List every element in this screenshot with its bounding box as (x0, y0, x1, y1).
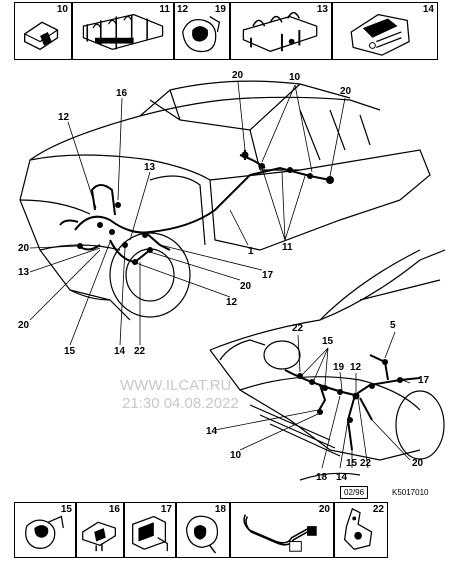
part-number-19: 19 (214, 4, 226, 15)
part-number: 15 (60, 504, 72, 515)
callout-20: 20 (18, 320, 30, 331)
part-number: 22 (372, 504, 384, 515)
harness-20-icon (243, 514, 317, 552)
callout-13: 13 (144, 162, 156, 173)
part-box-18: 18 (176, 502, 230, 558)
callout-20: 20 (340, 86, 352, 97)
part-number: 16 (108, 504, 120, 515)
callout-10: 10 (289, 72, 301, 83)
part-box-20: 20 (230, 502, 334, 558)
callout-14: 14 (336, 472, 348, 483)
clip-15-icon (25, 515, 64, 549)
callout-5: 5 (390, 320, 396, 331)
callout-19: 19 (333, 362, 345, 373)
part-box-13: 13 (230, 2, 332, 60)
callout-13: 13 (18, 267, 30, 278)
callout-14: 14 (206, 426, 218, 437)
callout-17: 17 (262, 270, 274, 281)
clip-10-icon (23, 21, 59, 51)
upper-car-outline (19, 80, 431, 321)
reference-code: K5017010 (392, 488, 429, 497)
lower-car-outline (209, 249, 446, 481)
part-number: 20 (318, 504, 330, 515)
clip-18-icon (186, 515, 219, 554)
callout-22: 22 (292, 323, 304, 334)
callout-20: 20 (18, 243, 30, 254)
part-box-10: 10 (14, 2, 72, 60)
callout-11: 11 (282, 242, 293, 253)
callout-12: 12 (350, 362, 362, 373)
upper-leader-lines (29, 81, 346, 346)
part-number-12: 12 (177, 4, 189, 15)
upper-clips (77, 151, 334, 265)
callout-10: 10 (230, 450, 242, 461)
callout-15: 15 (346, 458, 358, 469)
clip-17-icon (132, 515, 168, 552)
callout-12: 12 (226, 297, 238, 308)
multi-clip-11-icon (82, 13, 164, 51)
bracket-22-icon (343, 507, 373, 550)
callout-14: 14 (114, 346, 126, 357)
callout-20: 20 (232, 70, 244, 81)
lower-leader-lines (214, 331, 411, 469)
upper-labels: 20 10 20 16 12 13 20 13 1 17 11 20 12 20… (18, 70, 352, 357)
watermark-line-1: WWW.ILCAT.RU (120, 377, 231, 394)
callout-22: 22 (360, 458, 372, 469)
callout-20: 20 (412, 458, 424, 469)
lower-clips (297, 359, 403, 423)
part-number: 13 (316, 4, 328, 15)
callout-22: 22 (134, 346, 146, 357)
clip-12-icon (182, 15, 221, 53)
part-box-11: 11 (72, 2, 174, 60)
part-number: 11 (159, 4, 170, 15)
bracket-14-icon (350, 13, 410, 56)
callout-17: 17 (418, 375, 430, 386)
part-box-16: 16 (76, 502, 124, 558)
part-box-15: 15 (14, 502, 76, 558)
callout-12: 12 (58, 112, 70, 123)
multi-clip-13-icon (242, 11, 318, 52)
part-number: 14 (422, 4, 434, 15)
part-box-12-19: 12 19 (174, 2, 230, 60)
callout-15: 15 (322, 336, 334, 347)
part-box-22: 22 (334, 502, 388, 558)
lower-labels: 22 15 5 19 12 17 14 20 10 18 14 15 22 (206, 320, 430, 483)
callout-18: 18 (316, 472, 328, 483)
part-box-17: 17 (124, 502, 176, 558)
part-number: 18 (214, 504, 226, 515)
callout-1: 1 (248, 246, 254, 257)
callout-16: 16 (116, 88, 128, 99)
part-box-14: 14 (332, 2, 438, 60)
date-tag-text: 02/96 (344, 488, 365, 497)
part-number: 17 (160, 504, 172, 515)
callout-15: 15 (64, 346, 76, 357)
callout-20: 20 (240, 281, 252, 292)
clip-16-icon (82, 521, 116, 552)
watermark-line-2: 21:30 04.08.2022 (122, 395, 239, 412)
date-tag: 02/96 (340, 486, 369, 499)
part-number: 10 (56, 4, 68, 15)
